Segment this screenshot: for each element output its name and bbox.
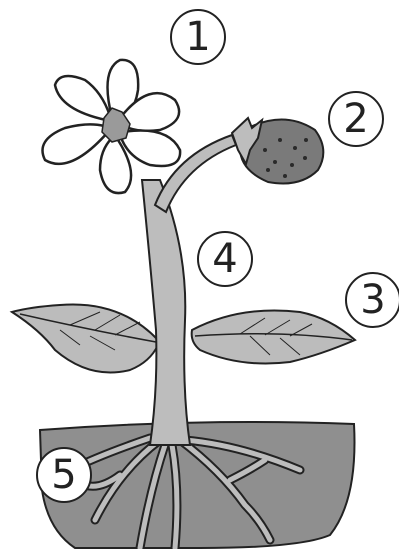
- label-roots: 5: [36, 447, 92, 503]
- label-stem: 4: [197, 231, 253, 287]
- label-fruit: 2: [328, 91, 384, 147]
- label-flower: 1: [170, 9, 226, 65]
- label-leaf: 3: [345, 272, 399, 328]
- stem: [142, 180, 190, 445]
